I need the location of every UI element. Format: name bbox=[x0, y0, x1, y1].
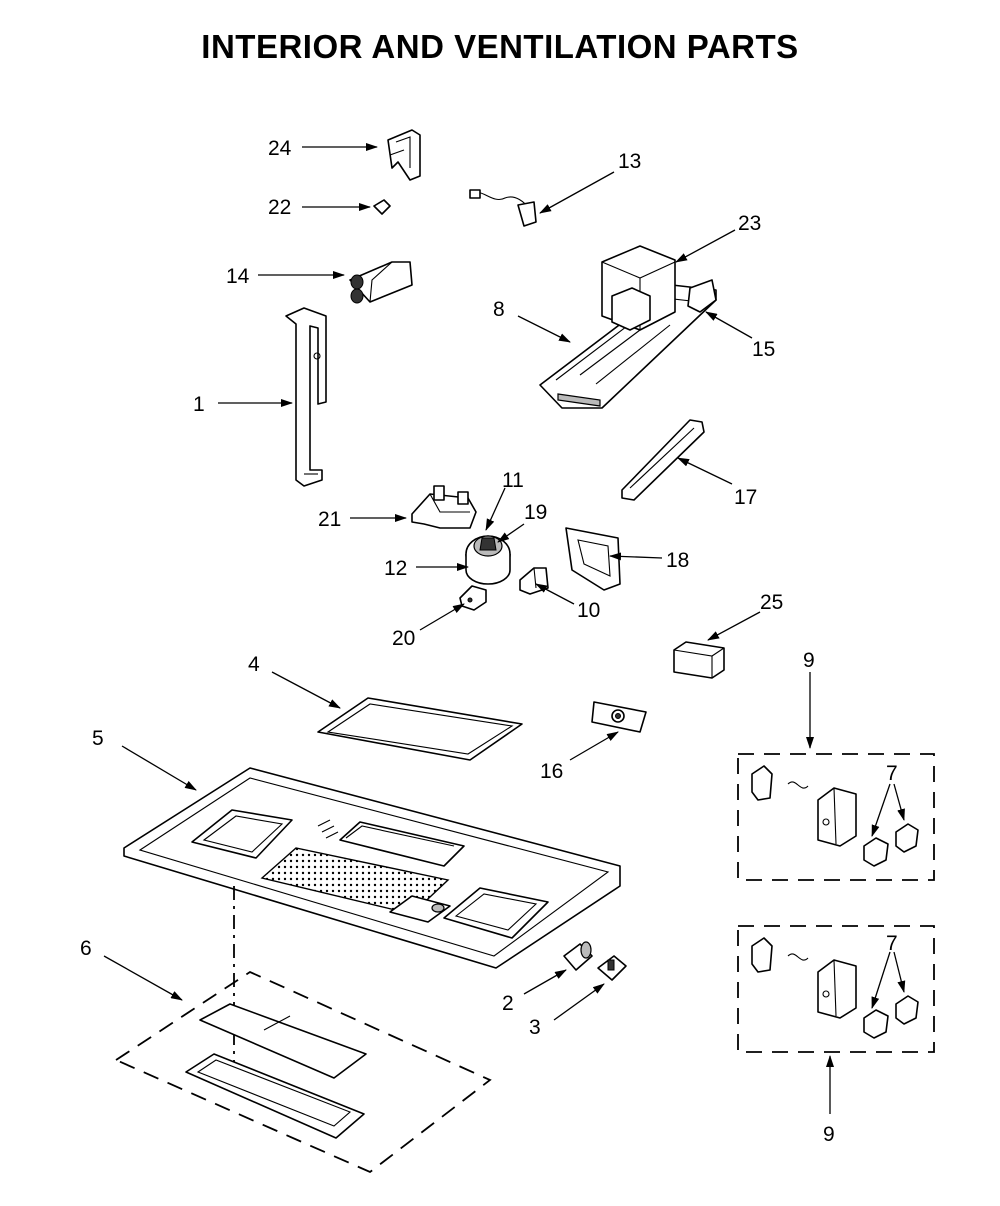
callout-11: 11 bbox=[502, 469, 524, 492]
part-6-vent-group bbox=[114, 886, 492, 1174]
callout-9-upper: 9 bbox=[803, 649, 815, 672]
callout-12: 12 bbox=[384, 557, 407, 580]
callout-24: 24 bbox=[268, 137, 292, 160]
callout-labels: 24 13 22 23 14 8 15 1 11 17 21 19 18 12 … bbox=[80, 137, 898, 1146]
part-17-rail bbox=[621, 419, 705, 501]
part-20-bracket bbox=[459, 585, 487, 611]
part-2-lamp bbox=[563, 941, 593, 971]
callout-3: 3 bbox=[529, 1016, 541, 1039]
callout-21: 21 bbox=[318, 508, 341, 531]
callout-19: 19 bbox=[524, 501, 547, 524]
callout-1: 1 bbox=[193, 393, 205, 416]
callout-16: 16 bbox=[540, 760, 563, 783]
part-3-socket bbox=[597, 955, 627, 981]
callout-18: 18 bbox=[666, 549, 689, 572]
part-23-transformer bbox=[601, 245, 676, 331]
callout-22: 22 bbox=[268, 196, 291, 219]
callout-8: 8 bbox=[493, 298, 505, 321]
part-14-capacitor bbox=[349, 261, 413, 304]
part-16-plate bbox=[591, 701, 647, 733]
callout-7-upper: 7 bbox=[886, 762, 898, 785]
callout-14: 14 bbox=[226, 265, 250, 288]
callout-4: 4 bbox=[248, 653, 260, 676]
part-1-bracket bbox=[285, 307, 327, 487]
callout-23: 23 bbox=[738, 212, 761, 235]
callout-13: 13 bbox=[618, 150, 641, 173]
callout-2: 2 bbox=[502, 992, 514, 1015]
part-21-mount bbox=[411, 485, 477, 529]
callout-25: 25 bbox=[760, 591, 783, 614]
callout-7-lower: 7 bbox=[886, 932, 898, 955]
part-5-bottom-plate bbox=[123, 767, 621, 969]
part-4-filter bbox=[317, 697, 523, 761]
part-24-bracket bbox=[387, 129, 421, 181]
part-13-wire bbox=[469, 189, 537, 227]
callout-15: 15 bbox=[752, 338, 775, 361]
part-12-fan-motor bbox=[465, 535, 511, 585]
part-22-clip bbox=[373, 199, 391, 215]
callout-17: 17 bbox=[734, 486, 757, 509]
callout-10: 10 bbox=[577, 599, 600, 622]
page-title: INTERIOR AND VENTILATION PARTS bbox=[201, 28, 799, 65]
part-9-kit-upper bbox=[737, 753, 935, 881]
part-10-switch bbox=[519, 567, 549, 595]
callout-9-lower: 9 bbox=[823, 1123, 835, 1146]
part-18-damper bbox=[565, 527, 621, 591]
part-9-kit-lower bbox=[737, 925, 935, 1053]
callout-20: 20 bbox=[392, 627, 415, 650]
part-25-holder bbox=[673, 641, 725, 679]
part-15-diode bbox=[687, 279, 717, 313]
callout-6: 6 bbox=[80, 937, 92, 960]
leader-lines bbox=[103, 143, 906, 1114]
callout-5: 5 bbox=[92, 727, 104, 750]
